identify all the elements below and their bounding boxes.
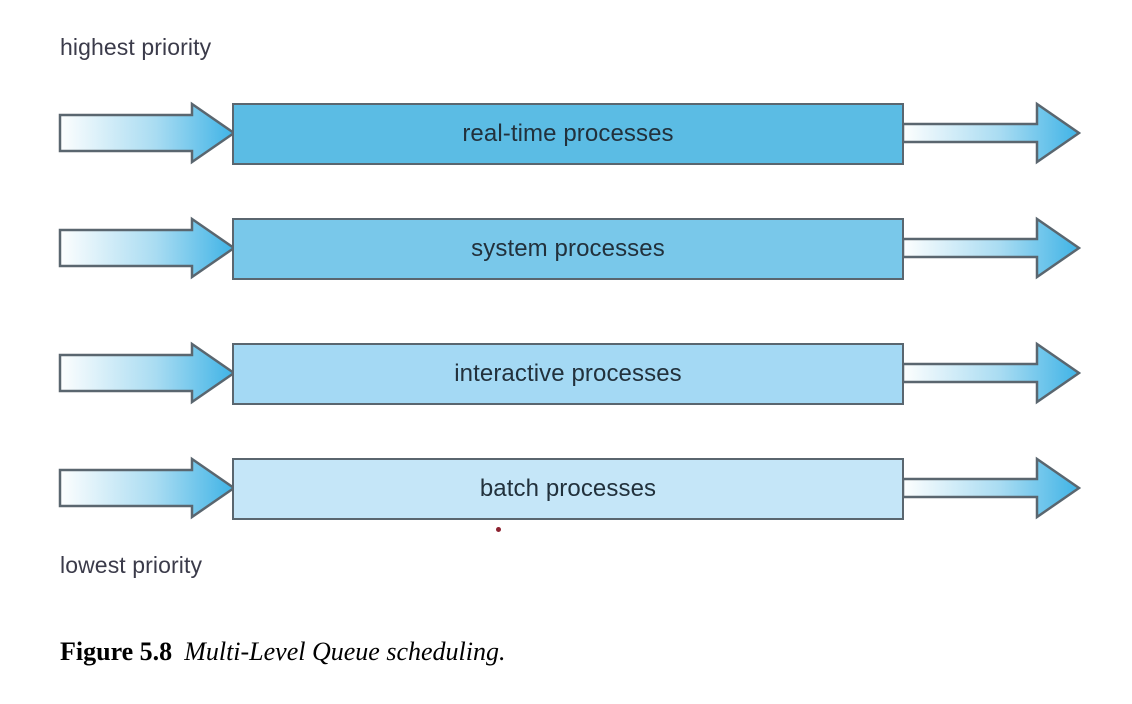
incoming-processes-arrow (58, 341, 236, 405)
queue-label: interactive processes (454, 360, 682, 387)
queue-row: system processes (0, 216, 1132, 282)
queue-label: batch processes (479, 475, 657, 502)
incoming-processes-arrow (58, 216, 236, 280)
queue-row: interactive processes (0, 341, 1132, 407)
queue-row: batch processes (0, 456, 1132, 522)
highest-priority-label: highest priority (60, 34, 212, 60)
queue-label: system processes (471, 235, 665, 262)
queue-row: real-time processes (0, 101, 1132, 167)
cpu-dispatch-arrow (903, 341, 1081, 405)
incoming-processes-arrow (58, 456, 236, 520)
queue-box-interactive[interactable]: interactive processes (232, 343, 904, 405)
cpu-dispatch-arrow (903, 101, 1081, 165)
incoming-processes-arrow (58, 101, 236, 165)
cpu-dispatch-arrow (903, 456, 1081, 520)
figure-title: Multi-Level Queue scheduling. (184, 637, 506, 666)
annotation-dot-marker (496, 527, 501, 532)
cpu-dispatch-arrow (903, 216, 1081, 280)
queue-box-real-time[interactable]: real-time processes (232, 103, 904, 165)
queue-box-batch[interactable]: batch processes (232, 458, 904, 520)
queue-box-system[interactable]: system processes (232, 218, 904, 280)
queue-label: real-time processes (462, 120, 674, 147)
figure-caption: Figure 5.8 Multi-Level Queue scheduling. (60, 637, 505, 667)
figure-number: Figure 5.8 (60, 637, 173, 666)
lowest-priority-label: lowest priority (60, 552, 203, 578)
